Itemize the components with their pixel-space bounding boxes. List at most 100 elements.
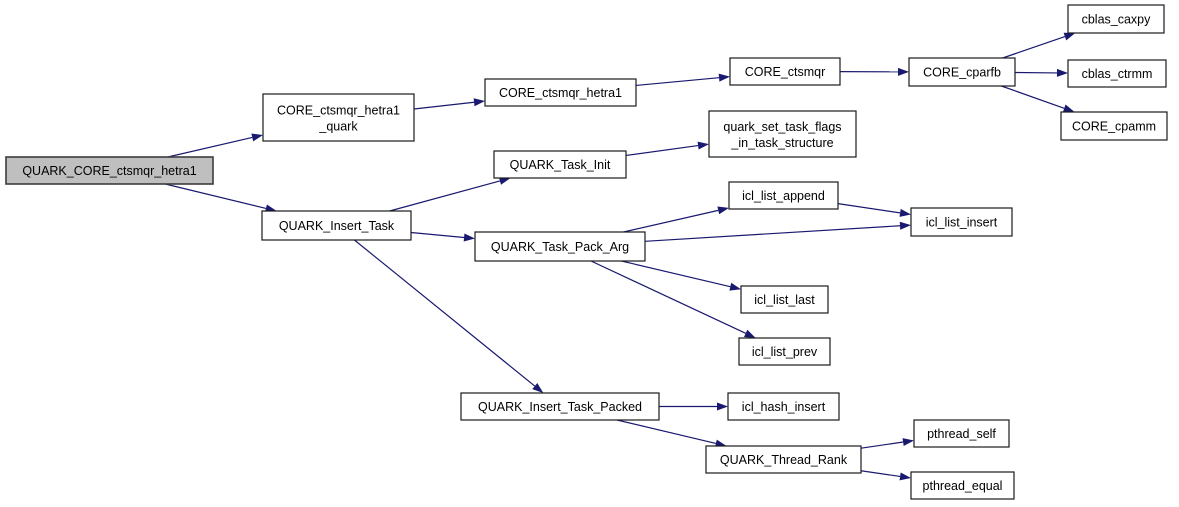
node-box (908, 57, 1016, 87)
node-box (1060, 111, 1168, 141)
arrowhead-icon (265, 204, 277, 213)
graph-node-pthread_self[interactable]: pthread_self (913, 419, 1010, 448)
graph-node-QUARK_CORE_ctsmqr_hetra1[interactable]: QUARK_CORE_ctsmqr_hetra1 (5, 156, 214, 185)
graph-node-QUARK_Task_Pack_Arg[interactable]: QUARK_Task_Pack_Arg (474, 231, 646, 262)
node-label: icl_list_prev (752, 345, 818, 359)
edge-QUARK_CORE_ctsmqr_hetra1--QUARK_Insert_Task (165, 183, 277, 213)
arrowhead-icon (897, 67, 909, 76)
arrowhead-icon (743, 329, 756, 338)
graph-node-cblas_ctrmm[interactable]: cblas_ctrmm (1067, 59, 1167, 88)
graph-node-icl_list_prev[interactable]: icl_list_prev (738, 337, 831, 366)
edge-CORE_cparfb--CORE_cpamm (1001, 85, 1075, 113)
graph-node-CORE_cparfb[interactable]: CORE_cparfb (908, 57, 1016, 87)
arrowhead-icon (532, 382, 544, 393)
edge-CORE_ctsmqr_hetra1_quark--CORE_ctsmqr_hetra1 (413, 98, 485, 110)
edge-QUARK_Task_Init--quark_set_task_flags_in_task_structure (625, 141, 709, 157)
node-box (1067, 4, 1165, 34)
node-label: cblas_ctrmm (1082, 67, 1153, 81)
edge-QUARK_Task_Pack_Arg--icl_list_prev (590, 260, 756, 338)
edge-CORE_cparfb--cblas_caxpy (1002, 32, 1076, 59)
graph-node-icl_list_append[interactable]: icl_list_append (728, 181, 839, 210)
graph-node-quark_set_task_flags_in_task_structure[interactable]: quark_set_task_flags_in_task_structure (708, 110, 857, 158)
graph-node-QUARK_Task_Init[interactable]: QUARK_Task_Init (493, 150, 627, 179)
node-label: QUARK_Task_Pack_Arg (491, 240, 629, 254)
node-label: quark_set_task_flags_in_task_structure (723, 120, 841, 150)
node-label: pthread_self (927, 427, 996, 441)
edge-CORE_cparfb--cblas_ctrmm (1014, 68, 1068, 77)
node-box (910, 471, 1015, 500)
graph-node-pthread_equal[interactable]: pthread_equal (910, 471, 1015, 500)
node-box (1067, 59, 1167, 88)
edge-QUARK_Task_Pack_Arg--icl_list_insert (644, 221, 911, 242)
node-label: icl_list_append (742, 189, 825, 203)
graph-node-icl_hash_insert[interactable]: icl_hash_insert (727, 392, 840, 421)
node-box (493, 150, 627, 179)
node-label: CORE_ctsmqr_hetra1_quark (277, 104, 400, 134)
graph-node-cblas_caxpy[interactable]: cblas_caxpy (1067, 4, 1165, 34)
node-label: icl_hash_insert (742, 400, 826, 414)
edge-QUARK_Task_Pack_Arg--icl_list_append (623, 206, 729, 233)
arrowhead-icon (473, 98, 485, 107)
edge-QUARK_Insert_Task--QUARK_Task_Init (389, 177, 511, 212)
edge-QUARK_Insert_Task--QUARK_Task_Pack_Arg (410, 231, 475, 242)
arrowhead-icon (251, 133, 263, 142)
node-box (727, 392, 840, 421)
node-box (728, 181, 839, 210)
graph-node-icl_list_insert[interactable]: icl_list_insert (910, 207, 1013, 237)
arrowhead-icon (899, 208, 911, 217)
node-label: CORE_ctsmqr_hetra1 (499, 86, 622, 100)
node-box (474, 231, 646, 262)
node-label: icl_list_last (754, 293, 815, 307)
graph-node-QUARK_Insert_Task_Packed[interactable]: QUARK_Insert_Task_Packed (460, 392, 660, 421)
arrowhead-icon (498, 177, 511, 185)
edge-QUARK_CORE_ctsmqr_hetra1--CORE_ctsmqr_hetra1_quark (167, 133, 263, 158)
arrowhead-icon (899, 472, 911, 481)
arrowhead-icon (717, 206, 729, 215)
arrowhead-icon (899, 221, 911, 230)
edge-icl_list_append--icl_list_insert (837, 203, 911, 217)
edge-QUARK_Task_Pack_Arg--icl_list_last (621, 260, 741, 291)
edge-QUARK_Insert_Task_Packed--icl_hash_insert (659, 402, 728, 411)
arrowhead-icon (1063, 32, 1076, 41)
node-box (740, 285, 829, 314)
node-label: QUARK_CORE_ctsmqr_hetra1 (22, 164, 196, 178)
graph-node-CORE_ctsmqr[interactable]: CORE_ctsmqr (729, 57, 841, 86)
node-box (738, 337, 831, 366)
edge-QUARK_Insert_Task--QUARK_Insert_Task_Packed (354, 239, 544, 393)
edge-CORE_ctsmqr_hetra1--CORE_ctsmqr (635, 73, 730, 87)
arrowhead-icon (697, 141, 709, 150)
graph-node-CORE_ctsmqr_hetra1[interactable]: CORE_ctsmqr_hetra1 (484, 78, 637, 107)
node-box (261, 210, 412, 241)
graph-node-CORE_ctsmqr_hetra1_quark[interactable]: CORE_ctsmqr_hetra1_quark (262, 93, 415, 142)
graph-node-CORE_cpamm[interactable]: CORE_cpamm (1060, 111, 1168, 141)
node-label: QUARK_Thread_Rank (720, 453, 848, 467)
node-label: CORE_ctsmqr (745, 65, 826, 79)
arrowhead-icon (1056, 68, 1068, 77)
node-box (910, 207, 1013, 237)
arrowhead-icon (902, 438, 914, 446)
arrowhead-icon (717, 402, 728, 411)
graph-node-QUARK_Insert_Task[interactable]: QUARK_Insert_Task (261, 210, 412, 241)
node-box (460, 392, 660, 421)
graph-node-icl_list_last[interactable]: icl_list_last (740, 285, 829, 314)
arrowhead-icon (729, 282, 741, 291)
node-box (913, 419, 1010, 448)
node-label: QUARK_Insert_Task_Packed (478, 400, 642, 414)
node-label: CORE_cpamm (1072, 120, 1156, 134)
edge-QUARK_Thread_Rank--pthread_equal (860, 470, 911, 481)
node-box (705, 445, 862, 474)
node-label: QUARK_Task_Init (510, 158, 611, 172)
arrowhead-icon (463, 233, 475, 242)
node-label: CORE_cparfb (923, 66, 1001, 80)
edge-CORE_ctsmqr--CORE_cparfb (839, 67, 909, 76)
node-label: icl_list_insert (926, 216, 998, 230)
node-box (262, 93, 415, 142)
arrowhead-icon (718, 73, 730, 82)
edge-QUARK_Insert_Task_Packed--QUARK_Thread_Rank (616, 419, 727, 448)
node-label: QUARK_Insert_Task (279, 219, 395, 233)
graph-node-QUARK_Thread_Rank[interactable]: QUARK_Thread_Rank (705, 445, 862, 474)
node-label: cblas_caxpy (1082, 13, 1152, 27)
node-box (708, 110, 857, 158)
